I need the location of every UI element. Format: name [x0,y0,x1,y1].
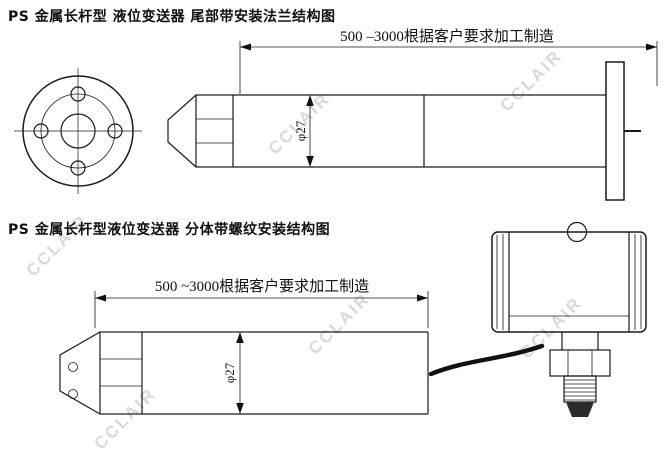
probe-nose [167,94,197,168]
connecting-cable [428,343,545,377]
probe-cylinder [142,331,429,415]
diagram1-dimension: 500 –3000根据客户要求加工制造 [239,28,658,94]
diameter-label: φ27 [222,362,237,383]
connector-tip [566,402,594,417]
mounting-neck [561,332,599,350]
probe-hex-nut [195,94,234,168]
probe-nose [59,331,101,415]
probe-side-view: φ27 [167,61,641,201]
bolt-hole-bottom [70,160,86,176]
probe-side-view-2: φ27 [59,331,429,415]
bolt-hole-top [70,86,86,102]
diagram2-dimension-label: 500 ~3000根据客户要求加工制造 [155,278,369,295]
transmitter-head [428,221,647,417]
head-housing [491,231,647,333]
diameter-label: φ27 [293,120,308,141]
diagram1-dimension-label: 500 –3000根据客户要求加工制造 [340,28,554,45]
diagram1-title: PS 金属长杆型 液位变送器 尾部带安装法兰结构图 [8,9,336,25]
bolt-hole-right [107,123,123,139]
diagram2-dimension: 500 ~3000根据客户要求加工制造 [94,278,429,328]
mounting-hex-nut [549,349,611,377]
probe-cylinder [233,94,606,168]
bolt-hole-left [33,123,49,139]
flange-front-view [14,68,142,194]
diagram2-title: PS 金属长杆型液位变送器 分体带螺纹安装结构图 [8,222,331,238]
diameter-dimension: φ27 [293,95,314,167]
vent-hole-lower [68,389,78,399]
diagram1-drawing: 500 –3000根据客户要求加工制造 [14,28,658,201]
threaded-stub [563,375,597,417]
tail-flange [605,61,641,201]
vent-hole-upper [68,362,78,372]
diameter-dimension: φ27 [222,332,244,414]
diagram2-drawing: 500 ~3000根据客户要求加工制造 [59,221,647,417]
probe-hex-nut [99,331,143,415]
